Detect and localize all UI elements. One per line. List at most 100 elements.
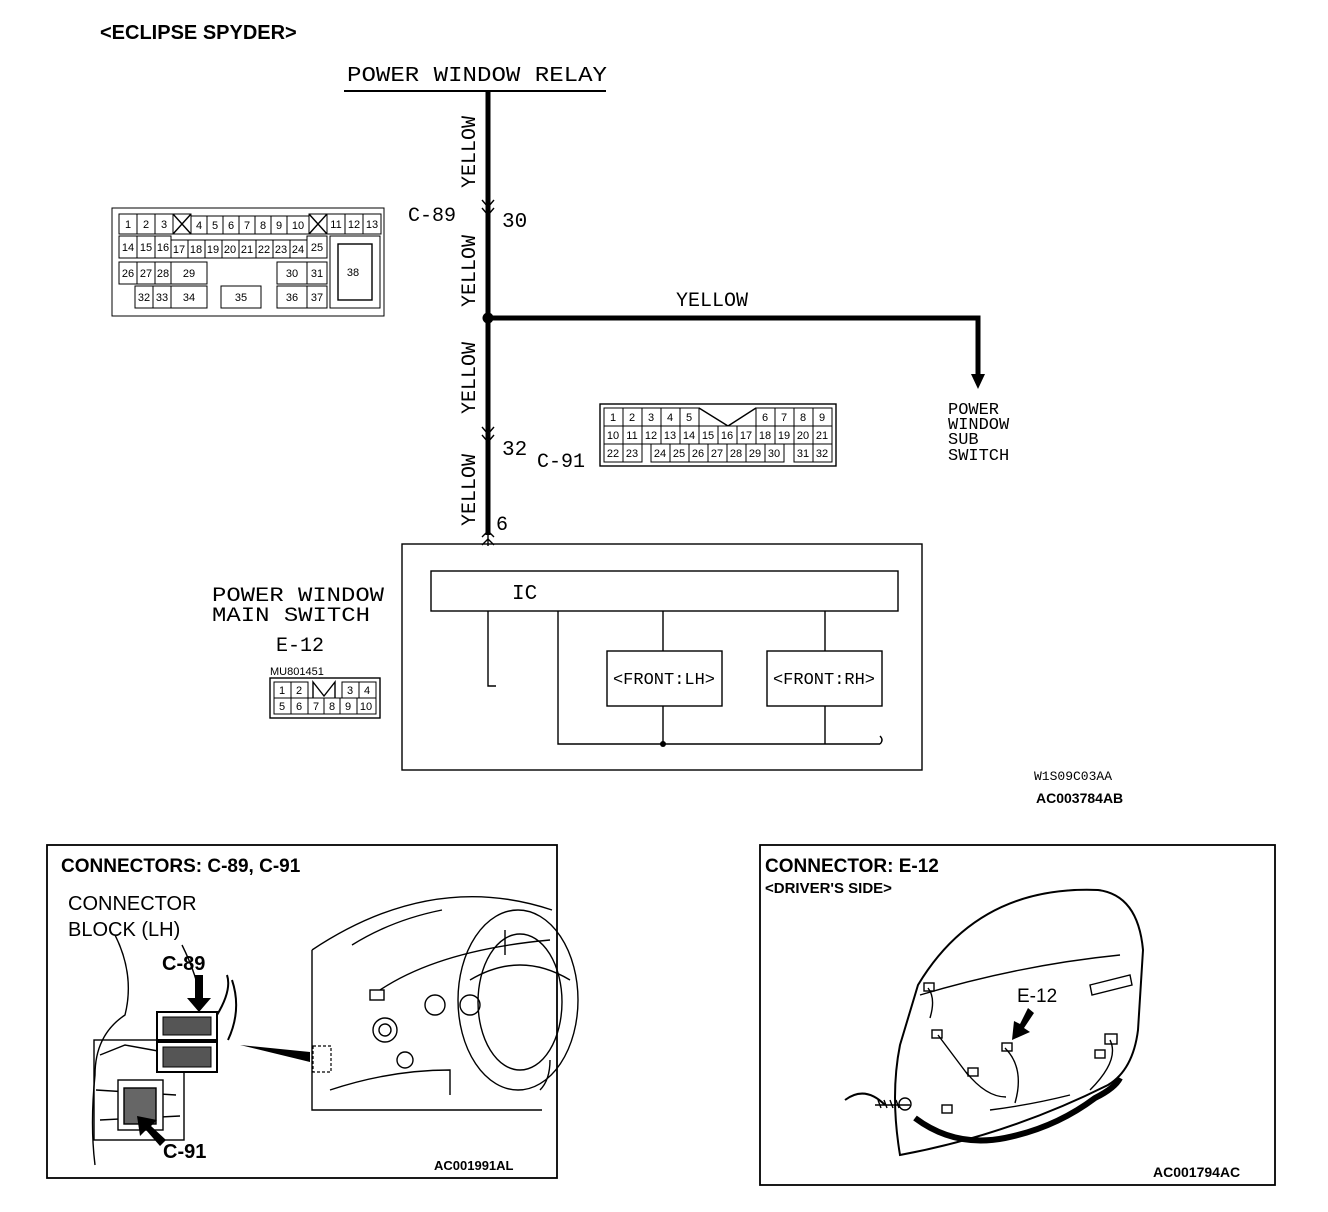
pin-number: 7 [781, 412, 787, 424]
pin-number: 3 [347, 685, 353, 697]
e12-key [312, 679, 336, 698]
connector-block-line2: BLOCK (LH) [68, 919, 180, 941]
c91-key [698, 407, 757, 427]
bus-break [879, 735, 883, 745]
c89-outline [111, 207, 385, 317]
pin-number: 11 [626, 430, 637, 442]
panel-title: CONNECTORS: C-89, C-91 [61, 856, 301, 877]
pin-number: 26 [122, 268, 134, 280]
pin-number: 6 [296, 701, 302, 713]
pin-number: 22 [607, 448, 619, 460]
relay-label: POWER WINDOW RELAY [347, 65, 607, 88]
front-rh-label: <FRONT:RH> [773, 671, 875, 690]
e12-outline [269, 677, 381, 719]
connector-block-line1: CONNECTOR [68, 893, 197, 915]
pin-number: 19 [207, 244, 219, 256]
pin-number: 18 [190, 244, 202, 256]
c91-callout: C-91 [163, 1141, 206, 1163]
panel-frame [759, 844, 1276, 1186]
sub-switch-line: SWITCH [948, 447, 1009, 466]
branch-arrow [971, 374, 985, 389]
pin-cell [622, 443, 643, 463]
pin-number: 8 [800, 412, 806, 424]
door-illustration [844, 888, 1145, 1157]
sub-switch-line: POWER [948, 401, 999, 420]
pin-number: 4 [667, 412, 673, 424]
pin-number: 13 [366, 219, 378, 231]
pin-number: 29 [183, 268, 195, 280]
pin-number: 6 [228, 220, 234, 232]
connector-c91: 1 2 3 4 5 6 7 8 9 10 11 12 13 14 15 16 1… [599, 403, 837, 467]
c89-label: C-89 [408, 205, 456, 228]
wire-color-label: YELLOW [459, 342, 482, 414]
pin-number: 2 [143, 219, 149, 231]
pin-number: 25 [673, 448, 685, 460]
branch-wire [488, 315, 981, 378]
c89-callout: C-89 [162, 953, 205, 975]
pin-number: 34 [183, 292, 195, 304]
diagram-code-bold: AC003784AB [1036, 790, 1123, 806]
pin-number: 13 [664, 430, 676, 442]
pin-number: 10 [360, 701, 372, 713]
pin-number: 1 [279, 685, 285, 697]
pin-number: 15 [702, 430, 714, 442]
pin-number: 7 [313, 701, 319, 713]
pin-number: 4 [364, 685, 370, 697]
pin-number: 4 [196, 220, 202, 232]
pin-number: 28 [730, 448, 742, 460]
pin-number: 29 [749, 448, 761, 460]
pin-number: 18 [759, 430, 771, 442]
connector-block-illustration [91, 934, 238, 1166]
pin-number: 14 [122, 242, 134, 254]
pin-number: 12 [645, 430, 657, 442]
panel-frame [46, 844, 558, 1179]
pin-number: 27 [140, 268, 152, 280]
e12-part-number: MU801451 [270, 666, 324, 678]
pin-number: 1 [610, 412, 616, 424]
sub-switch-line: SUB [948, 431, 979, 450]
pin-number: 25 [311, 242, 323, 254]
c91-outline [599, 403, 837, 467]
panel-connector-e12: CONNECTOR: E-12 <DRIVER'S SIDE> E-12 AC0… [759, 844, 1276, 1186]
main-switch-box [401, 543, 923, 771]
pin-number: 5 [212, 220, 218, 232]
pin-number: 7 [244, 220, 250, 232]
pin-number: 37 [311, 292, 323, 304]
pin-number: 6 [762, 412, 768, 424]
e12-arrow [1012, 1008, 1034, 1040]
pin-number: 3 [648, 412, 654, 424]
pin-number: 31 [797, 448, 809, 460]
diagram-code: W1S09C03AA [1034, 769, 1112, 784]
pin-housing [337, 243, 373, 301]
pin-number: 33 [156, 292, 168, 304]
location-marker [312, 1045, 332, 1073]
pin-number: 16 [721, 430, 733, 442]
pin-number: 20 [224, 244, 236, 256]
pointer-cone [240, 1045, 310, 1062]
ic-inner-bus [557, 611, 880, 745]
pin-cell [362, 213, 382, 235]
panel-connectors-c89-c91: CONNECTORS: C-89, C-91 CONNECTOR BLOCK (… [46, 844, 579, 1179]
pin-number: 2 [296, 685, 302, 697]
pin-number: 30 [286, 268, 298, 280]
pin-number: 5 [686, 412, 692, 424]
pin-number: 10 [607, 430, 619, 442]
connector-c89: 1 2 3 4 5 6 7 8 9 10 11 12 13 14 15 [111, 207, 385, 317]
pin-number: 8 [260, 220, 266, 232]
c89-pin-number: 30 [502, 211, 527, 234]
e12-pin-number: 6 [496, 514, 508, 537]
pin-number: 28 [157, 268, 169, 280]
pin-number: 35 [235, 292, 247, 304]
pin-number: 38 [347, 267, 359, 279]
ic-left-lead [487, 611, 496, 687]
pin-number: 16 [157, 242, 169, 254]
pin-number: 24 [292, 244, 304, 256]
pin-number: 24 [654, 448, 666, 460]
pin-number: 10 [292, 220, 304, 232]
wire-color-label: YELLOW [459, 454, 482, 526]
ic-box [430, 570, 899, 612]
connector-e12: 1 2 3 4 5 6 7 8 9 10 [269, 677, 381, 719]
pin-number: 22 [258, 244, 270, 256]
ic-label: IC [512, 583, 537, 606]
